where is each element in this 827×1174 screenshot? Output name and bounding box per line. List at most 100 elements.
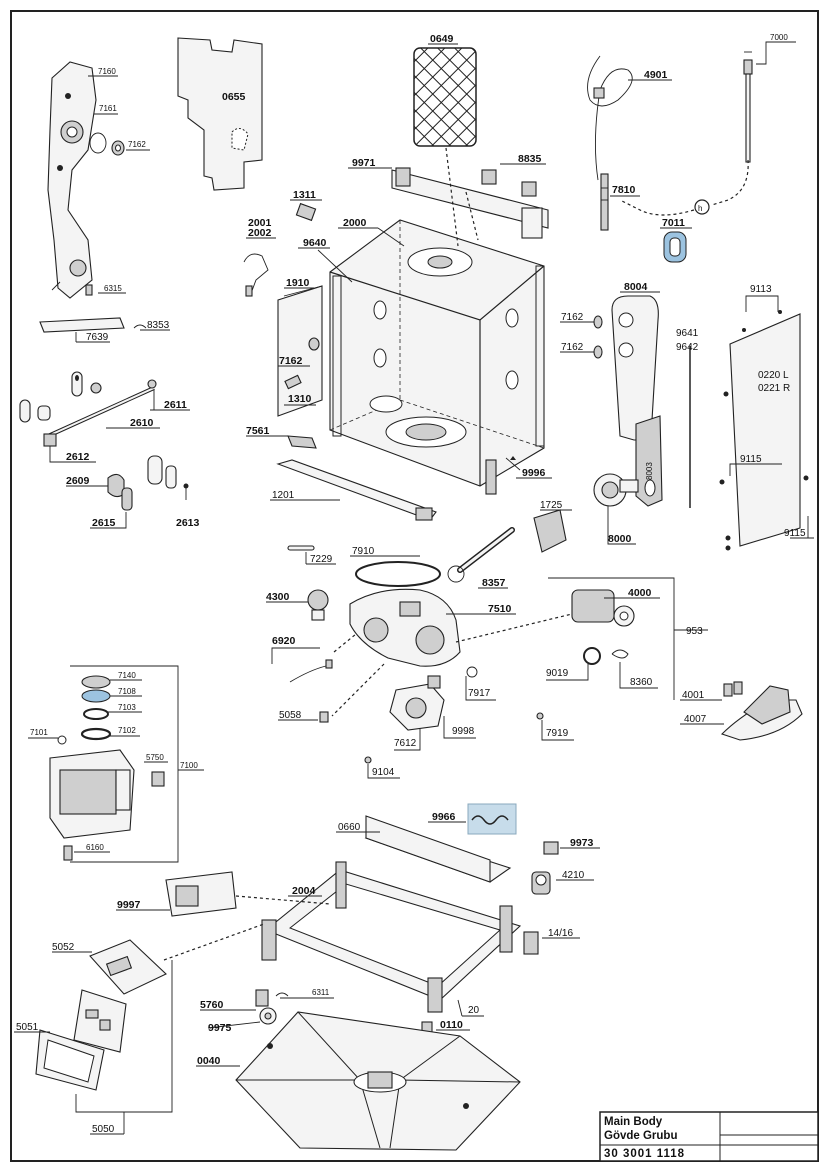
label-8835: 8835 bbox=[518, 153, 542, 165]
part-2000-tub bbox=[329, 219, 545, 495]
label-8000: 8000 bbox=[608, 533, 632, 545]
label-2000: 2000 bbox=[343, 217, 367, 229]
label-9641: 9641 bbox=[676, 328, 699, 339]
title-main-body: Main Body bbox=[604, 1116, 663, 1128]
label-0040: 0040 bbox=[197, 1055, 221, 1067]
label-5058: 5058 bbox=[279, 710, 302, 721]
part-8357-hose bbox=[458, 528, 514, 572]
label-9640: 9640 bbox=[303, 237, 327, 249]
part-4001-valve bbox=[723, 681, 743, 697]
part-1725-dispenser bbox=[533, 509, 567, 553]
part-0040-base-tray bbox=[235, 1011, 521, 1151]
connector-dash-7000 bbox=[711, 159, 749, 206]
label-1725: 1725 bbox=[540, 500, 563, 511]
part-8835-clips bbox=[481, 169, 537, 197]
part-0655-insulation bbox=[177, 37, 263, 191]
label-0221-right: 0221 R bbox=[758, 383, 790, 394]
label-5051: 5051 bbox=[16, 1022, 39, 1033]
label-1311: 1311 bbox=[293, 189, 316, 201]
label-7162-left: 7162 bbox=[279, 355, 303, 367]
label-5052: 5052 bbox=[52, 942, 75, 953]
part-7810-rod bbox=[600, 173, 609, 231]
label-7160: 7160 bbox=[98, 67, 116, 76]
label-7102: 7102 bbox=[118, 726, 136, 735]
label-7100: 7100 bbox=[180, 761, 198, 770]
label-1201: 1201 bbox=[272, 490, 295, 501]
label-4000: 4000 bbox=[628, 587, 652, 599]
part-9966-cable-image bbox=[467, 803, 517, 835]
label-9975: 9975 bbox=[208, 1022, 232, 1034]
part-5052-module bbox=[89, 939, 167, 995]
label-4007: 4007 bbox=[684, 714, 707, 725]
part-1201-rail bbox=[276, 459, 437, 521]
label-4001: 4001 bbox=[682, 690, 705, 701]
label-7810: 7810 bbox=[612, 184, 636, 196]
label-2611: 2611 bbox=[164, 399, 187, 411]
part-7100-softener bbox=[49, 749, 135, 839]
label-7140: 7140 bbox=[118, 671, 136, 680]
label-5750: 5750 bbox=[146, 753, 164, 762]
part-9113-door-panel bbox=[729, 313, 801, 547]
label-2609: 2609 bbox=[66, 475, 90, 487]
label-14-16: 14/16 bbox=[548, 928, 573, 939]
label-7011: 7011 bbox=[662, 217, 685, 229]
label-2612: 2612 bbox=[66, 451, 90, 463]
part-7162-nut bbox=[111, 140, 125, 156]
label-4901: 4901 bbox=[644, 69, 668, 81]
part-2001-cable bbox=[243, 253, 269, 297]
label-9973: 9973 bbox=[570, 837, 594, 849]
label-9113: 9113 bbox=[750, 284, 772, 295]
label-7103: 7103 bbox=[118, 703, 136, 712]
part-7160-spray-arm-bracket bbox=[47, 61, 97, 299]
label-7162-r1: 7162 bbox=[561, 312, 584, 323]
part-4901-cable bbox=[587, 55, 633, 181]
label-7510: 7510 bbox=[488, 603, 512, 615]
label-6160: 6160 bbox=[86, 843, 104, 852]
label-1910: 1910 bbox=[286, 277, 310, 289]
part-7910-gasket bbox=[355, 561, 441, 587]
label-2610: 2610 bbox=[130, 417, 154, 429]
label-2002: 2002 bbox=[248, 227, 272, 239]
part-7639-bar bbox=[39, 317, 125, 333]
label-9115-lower: 9115 bbox=[784, 528, 806, 539]
label-7162-r2: 7162 bbox=[561, 342, 584, 353]
label-7612: 7612 bbox=[394, 738, 417, 749]
part-2611-rollers bbox=[19, 371, 157, 423]
part-5760-switch bbox=[255, 989, 269, 1007]
part-20-base-frame bbox=[261, 861, 522, 1013]
part-4000-circulation-pump bbox=[571, 589, 635, 627]
label-9019: 9019 bbox=[546, 668, 569, 679]
label-7000: 7000 bbox=[770, 33, 788, 42]
label-1310: 1310 bbox=[288, 393, 312, 405]
sheet-border bbox=[10, 10, 819, 1162]
label-7919: 7919 bbox=[546, 728, 569, 739]
part-9971-rail bbox=[391, 169, 549, 229]
part-7229-strip bbox=[287, 545, 315, 551]
part-8003-latch bbox=[635, 415, 663, 507]
label-2613: 2613 bbox=[176, 517, 200, 529]
label-8004: 8004 bbox=[624, 281, 648, 293]
label-0220-left: 0220 L bbox=[758, 370, 789, 381]
part-9973-connector bbox=[543, 841, 559, 855]
part-5750-sensor bbox=[151, 771, 165, 787]
label-4300: 4300 bbox=[266, 591, 290, 603]
label-20: 20 bbox=[468, 1005, 480, 1016]
part-4210-valve bbox=[531, 871, 551, 895]
label-9966: 9966 bbox=[432, 811, 456, 823]
part-6315-clip bbox=[85, 284, 93, 296]
part-7561-hinge bbox=[287, 435, 317, 449]
label-2004: 2004 bbox=[292, 885, 316, 897]
label-9996: 9996 bbox=[522, 467, 546, 479]
label-5050: 5050 bbox=[92, 1124, 115, 1135]
label-7639: 7639 bbox=[86, 332, 109, 343]
label-7161: 7161 bbox=[99, 104, 117, 113]
label-0655: 0655 bbox=[222, 91, 246, 103]
part-9997-control-unit bbox=[165, 871, 237, 917]
part-7510-sump-assembly bbox=[349, 588, 461, 667]
part-1311-hinge-clip bbox=[295, 202, 317, 222]
label-9642: 9642 bbox=[676, 342, 699, 353]
label-9998: 9998 bbox=[452, 726, 475, 737]
label-7561: 7561 bbox=[246, 425, 270, 437]
